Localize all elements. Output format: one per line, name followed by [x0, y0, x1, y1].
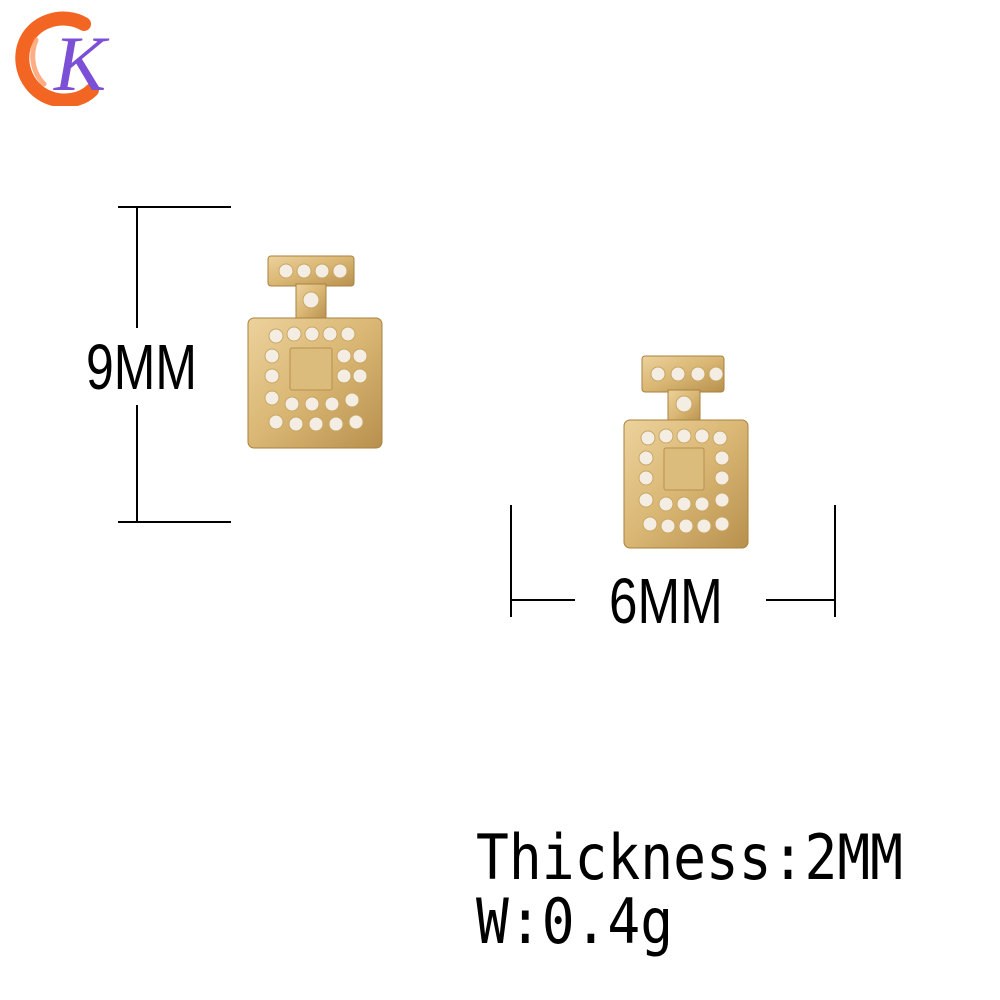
- height-dimension-line-upper: [136, 206, 138, 328]
- height-dimension-line-lower: [136, 405, 138, 522]
- width-dimension-line-left: [510, 599, 575, 601]
- width-dimension-left-tick: [510, 505, 512, 617]
- height-label: 9MM: [86, 331, 197, 403]
- weight-spec: W:0.4g: [476, 885, 674, 958]
- width-dimension-right-tick: [834, 505, 836, 617]
- perfume-bottle-charm-left: [244, 254, 384, 450]
- logo-letter: K: [53, 20, 110, 106]
- height-dimension-bottom-tick: [118, 521, 231, 523]
- perfume-bottle-charm-right: [622, 354, 750, 550]
- brand-logo: K: [14, 10, 126, 108]
- width-label: 6MM: [609, 565, 723, 637]
- logo-icon: K: [15, 11, 110, 108]
- width-dimension-line-right: [766, 599, 836, 601]
- height-dimension-top-tick: [118, 206, 231, 208]
- thickness-spec: Thickness:2MM: [476, 821, 904, 894]
- perfume-bottle-icon: [247, 255, 383, 449]
- perfume-bottle-icon: [623, 355, 749, 549]
